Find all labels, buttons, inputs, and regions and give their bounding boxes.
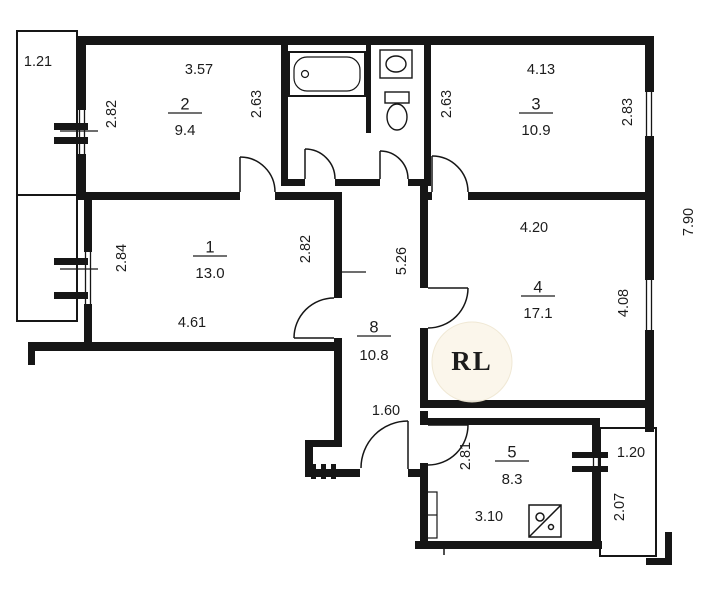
sink-icon <box>379 49 413 79</box>
room3-area: 10.9 <box>521 122 550 139</box>
bathtub-icon <box>288 51 366 97</box>
window-bars <box>54 123 672 565</box>
balcony-bottom-right <box>599 427 657 557</box>
dim-room1-width: 4.61 <box>178 315 206 331</box>
doors <box>239 148 469 469</box>
dim-balcony-br-height: 2.07 <box>612 493 628 521</box>
dim-room2-width: 3.57 <box>185 62 213 78</box>
dim-room3-left: 2.63 <box>439 90 455 118</box>
room5-area: 8.3 <box>502 471 523 488</box>
dim-room1-right: 2.82 <box>298 235 314 263</box>
dim-room4-height: 4.08 <box>616 289 632 317</box>
balcony-mid-left <box>16 194 78 322</box>
dim-hall-width: 1.60 <box>372 403 400 419</box>
room2-area: 9.4 <box>175 122 196 139</box>
room1-number: 1 <box>205 238 214 256</box>
dim-room3-right: 2.83 <box>620 98 636 126</box>
watermark-circle <box>431 321 513 403</box>
dim-balcony-tl-width: 1.21 <box>24 54 52 70</box>
dimension-labels: 1.21 3.57 2.82 2.63 4.13 2.63 2.83 7.90 … <box>24 54 697 525</box>
water-heater-icon <box>423 491 438 539</box>
room8-number: 8 <box>369 318 378 336</box>
room8-area: 10.8 <box>359 347 388 364</box>
dim-kitchen-left: 2.81 <box>458 442 474 470</box>
dim-balcony-br-width: 1.20 <box>617 445 645 461</box>
dim-room3-width: 4.13 <box>527 62 555 78</box>
dim-overall-right: 7.90 <box>681 208 697 236</box>
dim-room2-right: 2.63 <box>249 90 265 118</box>
watermark-text: RL <box>451 346 493 376</box>
dimension-ticks <box>60 130 366 273</box>
room5-number: 5 <box>507 443 516 461</box>
balconies <box>16 30 657 557</box>
dim-hall-height: 5.26 <box>394 247 410 275</box>
dim-room4-width: 4.20 <box>520 220 548 236</box>
room2-number: 2 <box>180 95 189 113</box>
room-labels: 2 9.4 3 10.9 1 13.0 4 17.1 8 10.8 5 8.3 <box>168 95 555 488</box>
room1-area: 13.0 <box>195 265 224 282</box>
dim-kitchen-width: 3.10 <box>475 509 503 525</box>
watermark: RL <box>431 321 513 403</box>
dim-room2-left: 2.82 <box>104 100 120 128</box>
room4-area: 17.1 <box>523 305 552 322</box>
windows <box>78 92 653 470</box>
walls <box>28 36 654 549</box>
room3-number: 3 <box>531 95 540 113</box>
tee-mark-icon <box>437 541 452 555</box>
dim-room1-left: 2.84 <box>114 244 130 272</box>
toilet-icon <box>384 91 410 131</box>
stove-icon <box>528 504 562 538</box>
room4-number: 4 <box>533 278 542 296</box>
